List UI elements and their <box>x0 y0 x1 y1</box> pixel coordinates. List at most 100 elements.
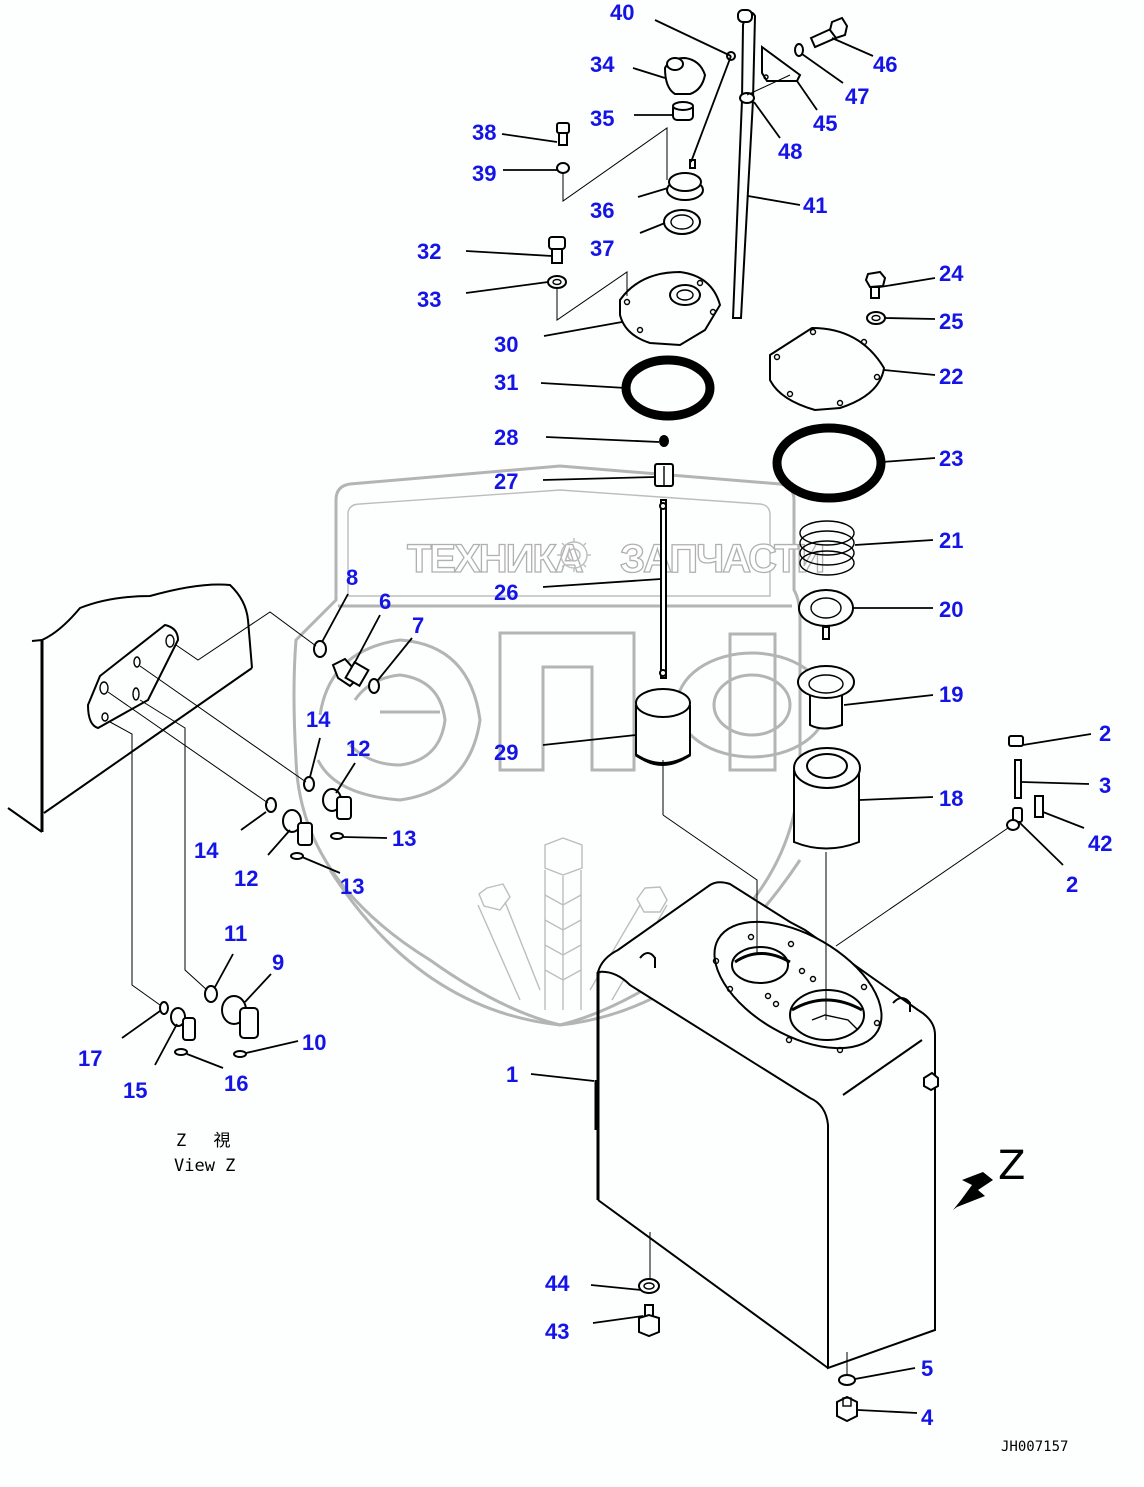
part-41-level-gauge-tube <box>731 9 757 319</box>
part-2-elbow-top <box>1008 735 1024 747</box>
watermark-shield-outline <box>292 464 802 1027</box>
callout-47: 47 <box>845 84 870 109</box>
part-10-o-ring <box>233 1050 247 1058</box>
view-z-flange <box>86 623 180 730</box>
part-42-plate <box>1034 795 1044 818</box>
part-19-strainer <box>797 665 855 730</box>
watermark-banner <box>347 489 771 597</box>
callout-9: 9 <box>272 950 285 975</box>
part-23-gasket <box>772 423 886 503</box>
callout-30: 30 <box>494 332 519 357</box>
callout-24: 24 <box>939 261 964 286</box>
callout-43: 43 <box>545 1319 570 1344</box>
part-43-bolt <box>638 1304 660 1338</box>
part-47-washer <box>794 43 804 57</box>
callout-34: 34 <box>590 52 615 77</box>
part-4-drain-plug <box>836 1395 858 1423</box>
part-8-o-ring <box>313 640 327 658</box>
callout-44: 44 <box>545 1271 570 1296</box>
part-21-spring <box>799 520 855 576</box>
part-5-o-ring <box>838 1374 856 1386</box>
callout-32: 32 <box>417 239 442 264</box>
gear-icon <box>557 538 591 572</box>
watermark-letter-p <box>498 631 636 772</box>
watermark-text-right: ЗАПЧАСТИ <box>620 537 823 581</box>
callout-4: 4 <box>921 1405 934 1430</box>
callout-31: 31 <box>494 370 519 395</box>
part-6-connector <box>331 657 370 688</box>
callout-46: 46 <box>873 52 898 77</box>
part-3-tube <box>1014 759 1022 799</box>
callout-3: 3 <box>1099 773 1112 798</box>
part-25-washer <box>866 311 886 325</box>
part-33-washer <box>547 275 567 289</box>
callout-36: 36 <box>590 198 615 223</box>
part-7-o-ring <box>368 678 380 694</box>
view-z-arrow-icon <box>953 1172 993 1210</box>
part-14-o-ring-b <box>265 797 277 813</box>
view-direction-letter: Z <box>998 1143 1026 1189</box>
callout-39: 39 <box>472 161 497 186</box>
part-27-hex-nut <box>654 463 674 487</box>
part-34-cap <box>663 56 707 95</box>
callout-17: 17 <box>78 1046 103 1071</box>
callout-45: 45 <box>813 111 838 136</box>
callout-14-upper: 14 <box>306 707 331 732</box>
view-z-caption-line1: Z 視 <box>176 1131 231 1151</box>
part-32-bolt <box>548 236 566 264</box>
callout-2-bottom: 2 <box>1066 872 1079 897</box>
callout-29: 29 <box>494 740 519 765</box>
watermark-letter-f <box>675 632 829 772</box>
callout-1: 1 <box>506 1062 519 1087</box>
watermark-text-left: ТЕХНИКА <box>407 537 583 581</box>
callout-41: 41 <box>803 193 828 218</box>
callout-11: 11 <box>224 921 248 946</box>
part-48-grommet <box>739 92 755 104</box>
callout-35: 35 <box>590 106 615 131</box>
callout-21: 21 <box>939 528 964 553</box>
part-37-gasket <box>663 209 701 235</box>
callout-6: 6 <box>379 589 392 614</box>
callout-8: 8 <box>346 565 359 590</box>
part-11-o-ring <box>204 985 218 1003</box>
part-28-plug <box>659 435 669 447</box>
part-13-o-ring-a <box>330 832 344 840</box>
callout-38: 38 <box>472 120 497 145</box>
callout-27: 27 <box>494 469 519 494</box>
view-z-tank-side <box>7 583 253 833</box>
callout-37: 37 <box>590 236 615 261</box>
callout-15: 15 <box>123 1078 148 1103</box>
part-35-bushing <box>672 101 694 121</box>
callout-12-lower: 12 <box>234 866 259 891</box>
callout-12-upper: 12 <box>346 736 371 761</box>
callout-28: 28 <box>494 425 519 450</box>
part-44-washer <box>638 1278 660 1294</box>
part-45-bracket <box>761 45 802 82</box>
callout-16: 16 <box>224 1071 249 1096</box>
part-29-strainer <box>635 688 691 766</box>
part-24-bolt <box>864 270 887 299</box>
part-12-elbow-a <box>322 788 352 820</box>
part-46-bolt <box>809 16 849 49</box>
part-17-o-ring <box>159 1001 169 1015</box>
part-30-cover <box>619 270 722 347</box>
part-13-o-ring-b <box>290 852 304 860</box>
watermark: ТЕХНИКА ЗАПЧАСТИ <box>292 464 829 1027</box>
part-38-bolt <box>556 122 570 146</box>
callout-40: 40 <box>610 0 635 25</box>
part-1-hydraulic-tank <box>594 881 939 1370</box>
callout-19: 19 <box>939 682 964 707</box>
part-12-elbow-b <box>282 809 313 846</box>
part-31-o-ring <box>621 355 715 421</box>
part-15-elbow <box>170 1007 196 1041</box>
callout-5: 5 <box>921 1356 934 1381</box>
part-26-rod <box>659 499 667 679</box>
part-20-valve <box>798 589 854 640</box>
part-16-o-ring <box>174 1048 188 1056</box>
part-36-breather <box>666 159 704 201</box>
part-2-elbow-bottom <box>1006 807 1023 831</box>
callout-7: 7 <box>412 613 425 638</box>
assembly-guide-lines <box>107 611 317 1006</box>
callout-20: 20 <box>939 597 964 622</box>
